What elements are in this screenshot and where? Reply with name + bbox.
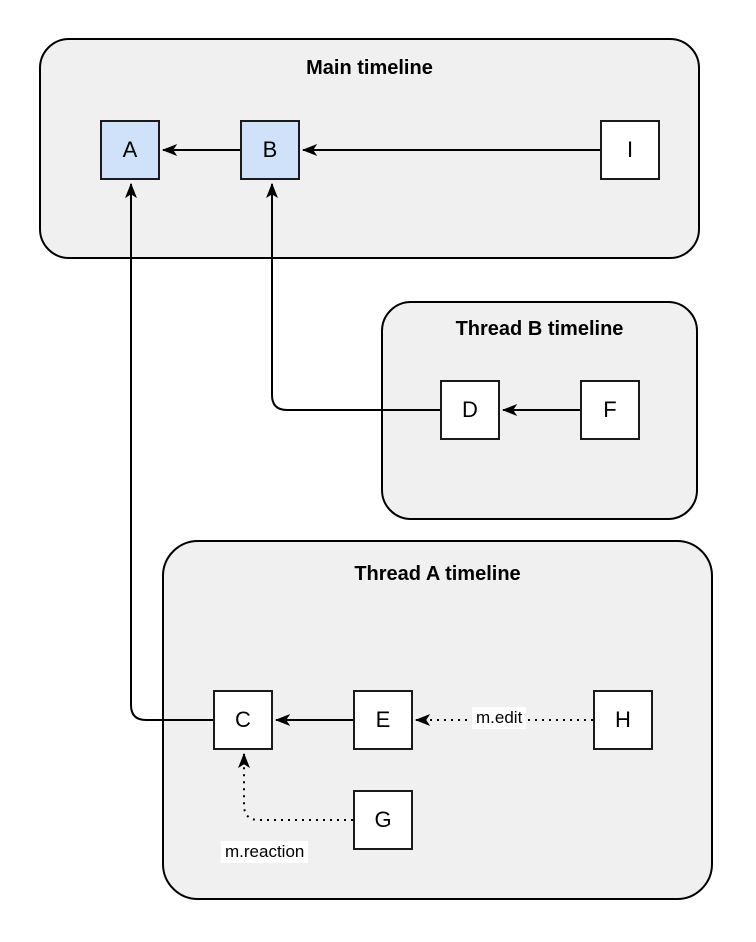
node-a: A xyxy=(100,120,160,180)
container-title-thread-a: Thread A timeline xyxy=(354,563,521,585)
node-i: I xyxy=(600,120,660,180)
node-b: B xyxy=(240,120,300,180)
node-g: G xyxy=(353,790,413,850)
container-title-thread-b: Thread B timeline xyxy=(455,318,624,340)
edge-label-m-reaction: m.reaction xyxy=(221,841,309,863)
edge-c-to-a xyxy=(125,182,213,721)
edge-d-to-b xyxy=(266,182,440,411)
container-title-main: Main timeline xyxy=(306,57,433,79)
node-e: E xyxy=(353,690,413,750)
edge-label-m-edit: m.edit xyxy=(472,707,527,729)
node-f: F xyxy=(580,380,640,440)
node-d: D xyxy=(440,380,500,440)
edge-g-to-c xyxy=(238,752,353,821)
node-c: C xyxy=(213,690,273,750)
node-h: H xyxy=(593,690,653,750)
